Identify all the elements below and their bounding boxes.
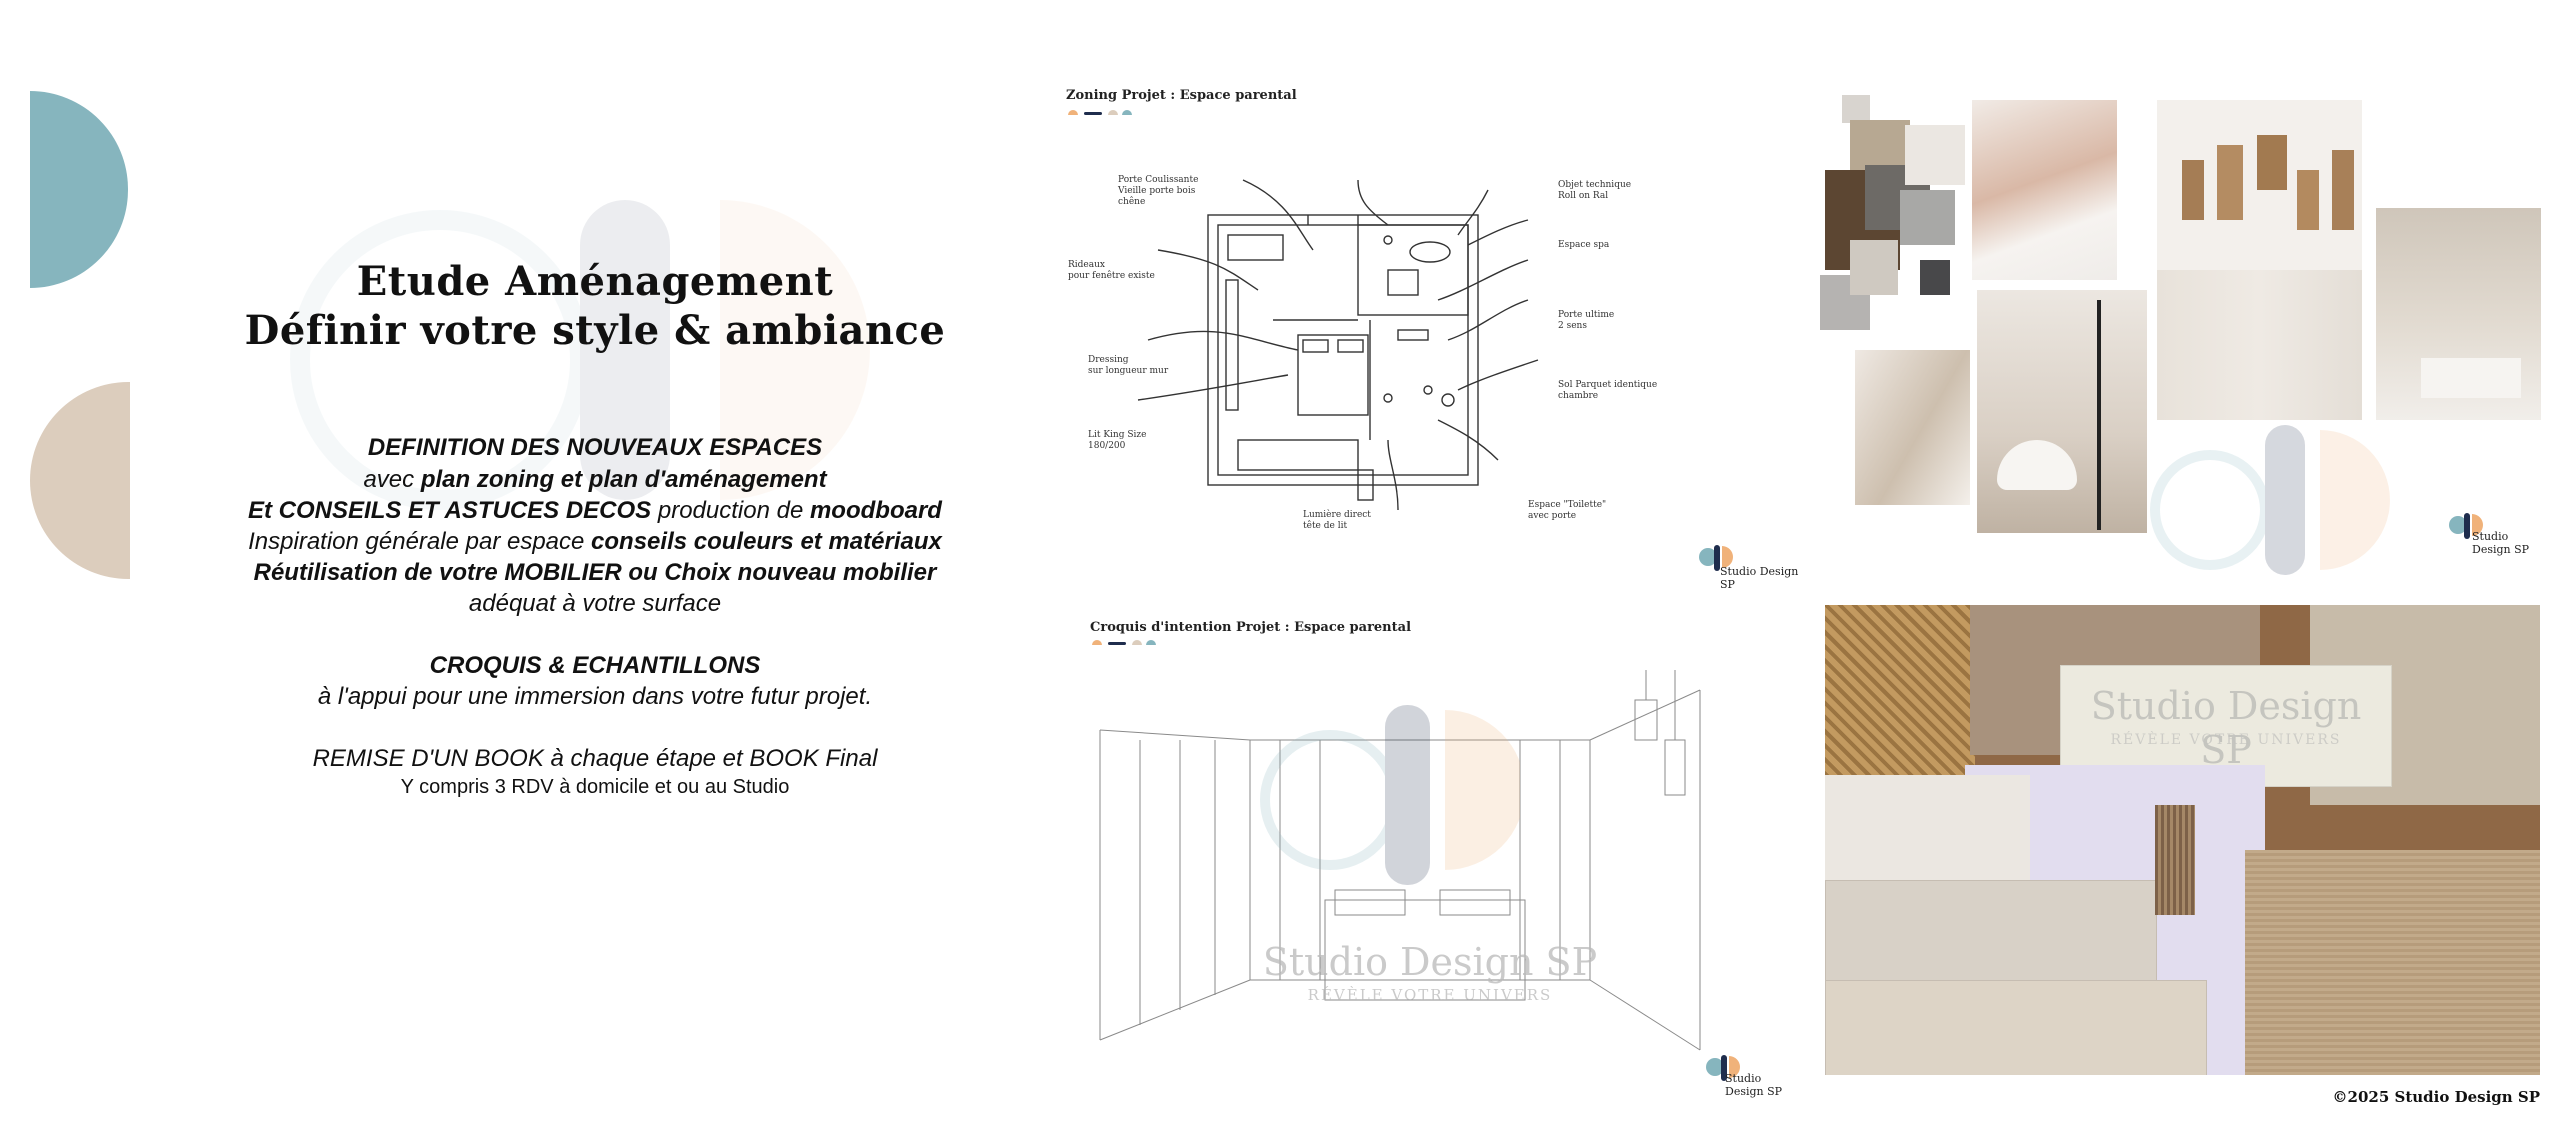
page-subtitle: Définir votre style & ambiance: [244, 307, 946, 354]
studio-logo-icon: [1699, 545, 1733, 571]
pendant: [2297, 170, 2319, 230]
definition-line-4: Inspiration générale par espace conseils…: [180, 526, 1010, 557]
watermark-subtext: RÉVÈLE VOTRE UNIVERS: [1307, 986, 1553, 1004]
bathtub: [1997, 440, 2077, 490]
dot-icon: [1122, 110, 1132, 115]
definition-line-2: avec plan zoning et plan d'aménagement: [180, 464, 1010, 495]
page-title: Etude Aménagement: [356, 258, 834, 305]
background-logo-watermark: [290, 200, 870, 510]
dot-icon: [1108, 110, 1118, 115]
inspiration-image-bedroom: [2376, 208, 2541, 420]
definition-heading: DEFINITION DES NOUVEAUX ESPACES: [367, 434, 823, 461]
moodboard-panel: Studio Design SP: [1820, 90, 2541, 590]
watermark-subtext: RÉVÈLE VOTRE UNIVERS: [2110, 732, 2342, 748]
decor-half-circle-blue: [30, 91, 128, 288]
inspiration-image-bathroom: [1977, 290, 2147, 533]
swatch: [1850, 240, 1898, 295]
croquis-line: à l'appui pour une immersion dans votre …: [317, 683, 873, 710]
swatch: [1850, 120, 1910, 170]
definition-line-2a: avec: [363, 466, 421, 493]
sample-weave: [2245, 850, 2540, 1075]
sample-woven-strip: [2155, 805, 2195, 915]
studio-logo-icon: [1706, 1055, 1740, 1081]
pendant: [2257, 135, 2287, 190]
sample-rattan: [1825, 605, 1975, 785]
inspiration-image-beach: [1972, 100, 2117, 280]
sketch-note: Espace spa: [1558, 240, 1610, 250]
studio-logo-text: Studio Design SP: [1725, 1072, 1783, 1098]
studio-logo-text: Studio Design SP: [2472, 530, 2530, 556]
background-logo-watermark: [2150, 425, 2390, 575]
definition-line-6: adéquat à votre surface: [468, 590, 722, 617]
inspiration-image-plaster: [1855, 350, 1970, 505]
pendant: [2182, 160, 2204, 220]
croquis-heading: CROQUIS & ECHANTILLONS: [429, 652, 761, 679]
floor-plan-sketch: [1137, 179, 1539, 511]
dot-icon: [1108, 642, 1126, 645]
swatch: [1905, 125, 1965, 185]
studio-logo-text: Studio Design SP: [1720, 565, 1799, 591]
material-samples-panel: Studio Design SP RÉVÈLE VOTRE UNIVERS: [1825, 605, 2540, 1075]
bed: [2421, 358, 2521, 398]
studio-logo-icon: [2449, 513, 2483, 539]
background-logo-watermark: [1260, 705, 1520, 885]
definition-line-3a: Et CONSEILS ET ASTUCES DECOS: [248, 497, 652, 524]
remise-line-1: REMISE D'UN BOOK à chaque étape et BOOK …: [312, 745, 878, 772]
perspective-sketch: [1099, 670, 1701, 1051]
inspiration-image-wardrobe: [2157, 270, 2362, 420]
definition-line-5: Réutilisation de votre MOBILIER ou Choix…: [253, 559, 937, 586]
definition-line-3: Et CONSEILS ET ASTUCES DECOS production …: [180, 495, 1010, 526]
swatch: [1900, 190, 1955, 245]
sample-tile-cream: [1825, 980, 2207, 1075]
watermark-text: Studio Design SP: [1262, 940, 1598, 984]
pendant: [2217, 145, 2243, 220]
swatch: [1920, 260, 1950, 295]
dot-icon: [1092, 640, 1102, 645]
dot-icon: [1146, 640, 1156, 645]
inspiration-image-pendants: [2157, 100, 2362, 270]
definition-line-3b: production de: [651, 497, 810, 524]
dot-icon: [1068, 110, 1078, 115]
dot-icon: [1084, 112, 1102, 115]
copyright-footer: ©2025 Studio Design SP: [2332, 1088, 2540, 1106]
croquis-panel: Croquis d'intention Projet : Espace pare…: [1080, 610, 1800, 1098]
watermark-text: Studio Design SP: [2090, 684, 2362, 772]
decor-half-circle-beige: [30, 382, 130, 579]
croquis-caption: Croquis d'intention Projet : Espace pare…: [1090, 620, 1412, 635]
zoning-caption: Zoning Projet : Espace parental: [1066, 88, 1297, 103]
definition-line-4a: Inspiration générale par espace: [248, 528, 592, 555]
dot-icon: [1132, 640, 1142, 645]
definition-line-3c: moodboard: [809, 497, 942, 524]
definition-line-4b: conseils couleurs et matériaux: [591, 528, 942, 555]
sketch-note: Espace "Toilette"avec porte: [1528, 500, 1607, 521]
shower-frame: [2097, 300, 2101, 530]
swatch: [1842, 95, 1870, 123]
sample-tile-grey: [1825, 880, 2157, 992]
zoning-plan-panel: Zoning Projet : Espace parental: [1058, 80, 1800, 591]
definition-line-2b: plan zoning et plan d'aménagement: [420, 466, 827, 493]
pendant: [2332, 150, 2354, 230]
remise-line-2: Y compris 3 RDV à domicile et ou au Stud…: [400, 776, 790, 798]
